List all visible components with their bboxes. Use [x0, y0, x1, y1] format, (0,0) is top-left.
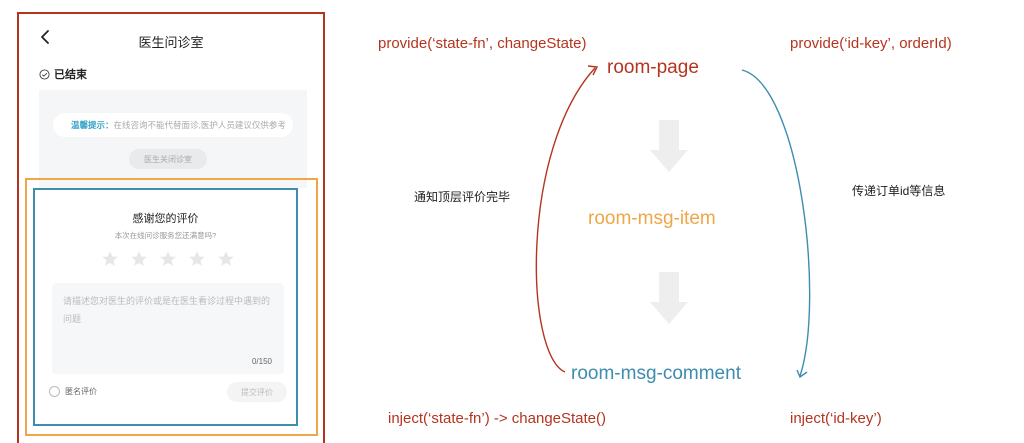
message-area	[39, 90, 307, 188]
notify-label: 通知顶层评价完毕	[414, 190, 511, 204]
node-room-msg-comment: room-msg-comment	[571, 363, 741, 384]
comment-textarea[interactable]: 请描述您对医生的评价或是在医生看诊过程中遇到的问题 0/150	[52, 283, 284, 374]
star-icon[interactable]	[130, 250, 148, 268]
room-msg-comment-frame: 感谢您的评价 本次在线问诊服务您还满意吗? 请描述您对医生的评价或是在医生看诊过…	[33, 188, 298, 426]
comment-placeholder: 请描述您对医生的评价或是在医生看诊过程中遇到的问题	[63, 296, 271, 324]
rating-subtitle: 本次在线问诊服务您还满意吗?	[114, 231, 217, 240]
arrowhead-icon	[587, 65, 599, 76]
anonymous-label: 匿名评价	[65, 387, 97, 396]
down-arrow-icon	[650, 120, 688, 172]
down-arrow-icon	[650, 272, 688, 324]
star-icon[interactable]	[101, 250, 119, 268]
anonymous-option[interactable]: 匿名评价	[49, 386, 97, 397]
provide-state-fn-label: provide(‘state-fn’, changeState)	[378, 35, 587, 52]
tip-label: 温馨提示：	[71, 120, 114, 130]
phone-header: 医生问诊室	[19, 14, 323, 60]
status-label: 已结束	[39, 66, 87, 82]
arrowhead-icon	[796, 369, 808, 379]
anonymous-radio[interactable]	[49, 386, 60, 397]
rating-title: 感谢您的评价	[132, 213, 199, 225]
status-text: 已结束	[54, 69, 87, 81]
room-msg-item-frame	[25, 178, 318, 436]
inject-state-fn-label: inject(‘state-fn’) -> changeState()	[388, 410, 607, 427]
rating-stars[interactable]	[101, 250, 235, 268]
tip-banner: 温馨提示： 在线咨询不能代替面诊,医护人员建议仅供参考	[53, 113, 293, 137]
node-room-page: room-page	[607, 57, 699, 78]
check-circle-icon	[39, 68, 50, 80]
pass-curve	[741, 69, 811, 377]
star-icon[interactable]	[217, 250, 235, 268]
tip-text: 在线咨询不能代替面诊,医护人员建议仅供参考	[113, 120, 286, 130]
pass-info-label: 传递订单id等信息	[852, 184, 946, 198]
star-icon[interactable]	[159, 250, 177, 268]
back-icon[interactable]	[39, 29, 53, 45]
submit-rating-button[interactable]: 提交评价	[227, 382, 287, 402]
star-icon[interactable]	[188, 250, 206, 268]
page-title: 医生问诊室	[138, 35, 204, 50]
notify-curve	[535, 67, 596, 373]
comment-char-count: 0/150	[251, 357, 272, 366]
provide-id-key-label: provide(‘id-key’, orderId)	[790, 35, 952, 52]
node-room-msg-item: room-msg-item	[588, 208, 716, 229]
inject-id-key-label: inject(‘id-key’)	[790, 410, 882, 427]
consult-closed-pill: 医生关闭诊室	[129, 149, 207, 169]
